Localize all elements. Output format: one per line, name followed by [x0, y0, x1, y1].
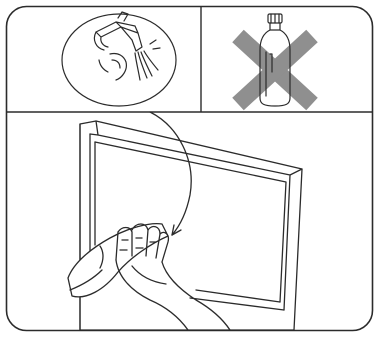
faucet-panel: [62, 12, 176, 106]
monitor-screen: [90, 134, 290, 310]
outer-frame: [7, 7, 373, 331]
spray-bottle-panel: [238, 14, 312, 106]
prohibition-x-mark: [238, 36, 312, 104]
curved-arrow-icon: [150, 112, 191, 235]
hand-wiping-screen-icon: [68, 224, 230, 330]
monitor-wiping-panel: [68, 112, 302, 330]
